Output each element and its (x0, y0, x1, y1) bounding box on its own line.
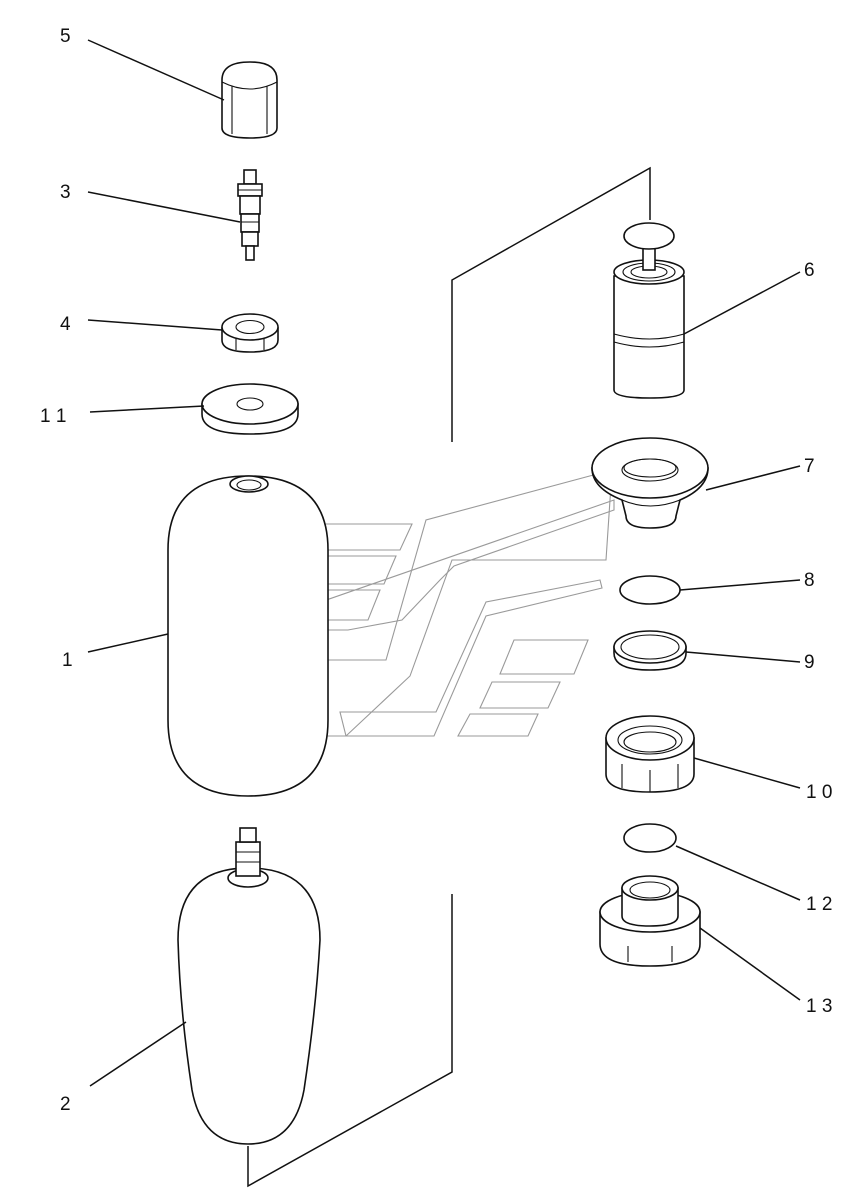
part-10-lock-nut (605, 715, 695, 793)
callout-1: 1 (62, 650, 73, 671)
part-9-backup-ring (613, 630, 687, 671)
part-4-nut (221, 313, 279, 353)
callout-5: 5 (60, 26, 71, 47)
part-7-port-body (591, 437, 709, 529)
part-2-bladder-assembly (177, 827, 321, 1145)
part-3-valve-core (237, 169, 263, 261)
part-11-washer (201, 383, 299, 435)
part-6-poppet-valve (613, 222, 685, 399)
callout-2: 2 (60, 1094, 71, 1115)
part-8-o-ring (619, 575, 681, 605)
part-12-o-ring (623, 823, 677, 853)
part-13-plug (599, 875, 701, 967)
callout-9: 9 (804, 652, 815, 673)
callout-11: 1 1 (40, 406, 66, 427)
callout-6: 6 (804, 260, 815, 281)
assembly-bracket-lines (247, 166, 651, 1188)
callout-13: 1 3 (806, 996, 832, 1017)
callout-10: 1 0 (806, 782, 832, 803)
part-1-bladder (167, 475, 329, 797)
callout-7: 7 (804, 456, 815, 477)
callout-labels: 5 3 4 1 1 1 2 6 7 8 9 1 0 1 2 1 3 (40, 26, 832, 1115)
callout-12: 1 2 (806, 894, 832, 915)
callout-8: 8 (804, 570, 815, 591)
leader-lines (87, 39, 801, 1087)
callout-3: 3 (60, 182, 71, 203)
part-5-cap (221, 61, 278, 139)
callout-4: 4 (60, 314, 71, 335)
